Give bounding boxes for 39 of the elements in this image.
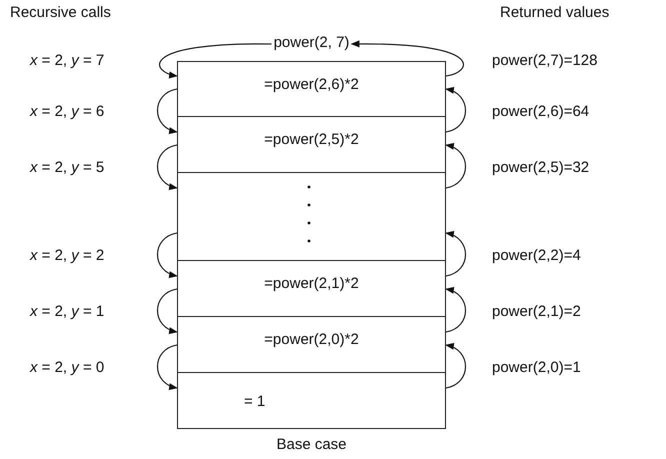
- stack-frame: [177, 173, 446, 261]
- edge-label: power(2,7)=128: [492, 52, 598, 69]
- stack-frame: [177, 261, 446, 317]
- column-heading: Recursive calls: [10, 4, 111, 21]
- call-arrow: [157, 88, 178, 134]
- return-arrow: [445, 88, 466, 133]
- frame-text: =power(2,5)*2: [263, 131, 360, 148]
- stack-frame: [177, 373, 446, 429]
- edge-label: x = 2, y = 0: [30, 358, 104, 376]
- call-arrow: [159, 43, 272, 78]
- frame-text: = 1: [244, 393, 266, 410]
- return-arrow: [445, 344, 466, 389]
- return-arrow: [350, 40, 464, 77]
- edge-label: x = 2, y = 5: [30, 158, 104, 176]
- edge-label: x = 2, y = 2: [30, 246, 104, 264]
- stack-frame: [177, 61, 446, 117]
- edge-label: power(2,1)=2: [492, 302, 581, 320]
- frame-text: =power(2,1)*2: [263, 275, 360, 292]
- call-arrow: [157, 344, 178, 390]
- edge-label: x = 2, y = 7: [30, 52, 104, 69]
- edge-label: x = 2, y = 6: [30, 102, 104, 120]
- edge-label: x = 2, y = 1: [30, 302, 104, 320]
- return-arrow: [445, 232, 466, 277]
- edge-label: power(2,2)=4: [492, 246, 581, 264]
- call-arrow: [157, 144, 178, 190]
- frame-text: power(2, 7): [272, 34, 350, 51]
- call-arrow: [157, 288, 178, 334]
- edge-label: power(2,0)=1: [492, 358, 581, 376]
- stack-frame: [177, 317, 446, 373]
- return-arrow: [445, 144, 466, 189]
- frame-text: =power(2,6)*2: [263, 76, 360, 93]
- edge-label: power(2,5)=32: [492, 158, 590, 176]
- return-arrow: [445, 288, 466, 333]
- caption-text: Base case: [275, 436, 348, 453]
- frame-text: =power(2,0)*2: [263, 331, 360, 348]
- edge-label: power(2,6)=64: [492, 102, 590, 120]
- call-arrow: [157, 232, 178, 278]
- stack-frame: [177, 117, 446, 173]
- column-heading: Returned values: [500, 4, 610, 21]
